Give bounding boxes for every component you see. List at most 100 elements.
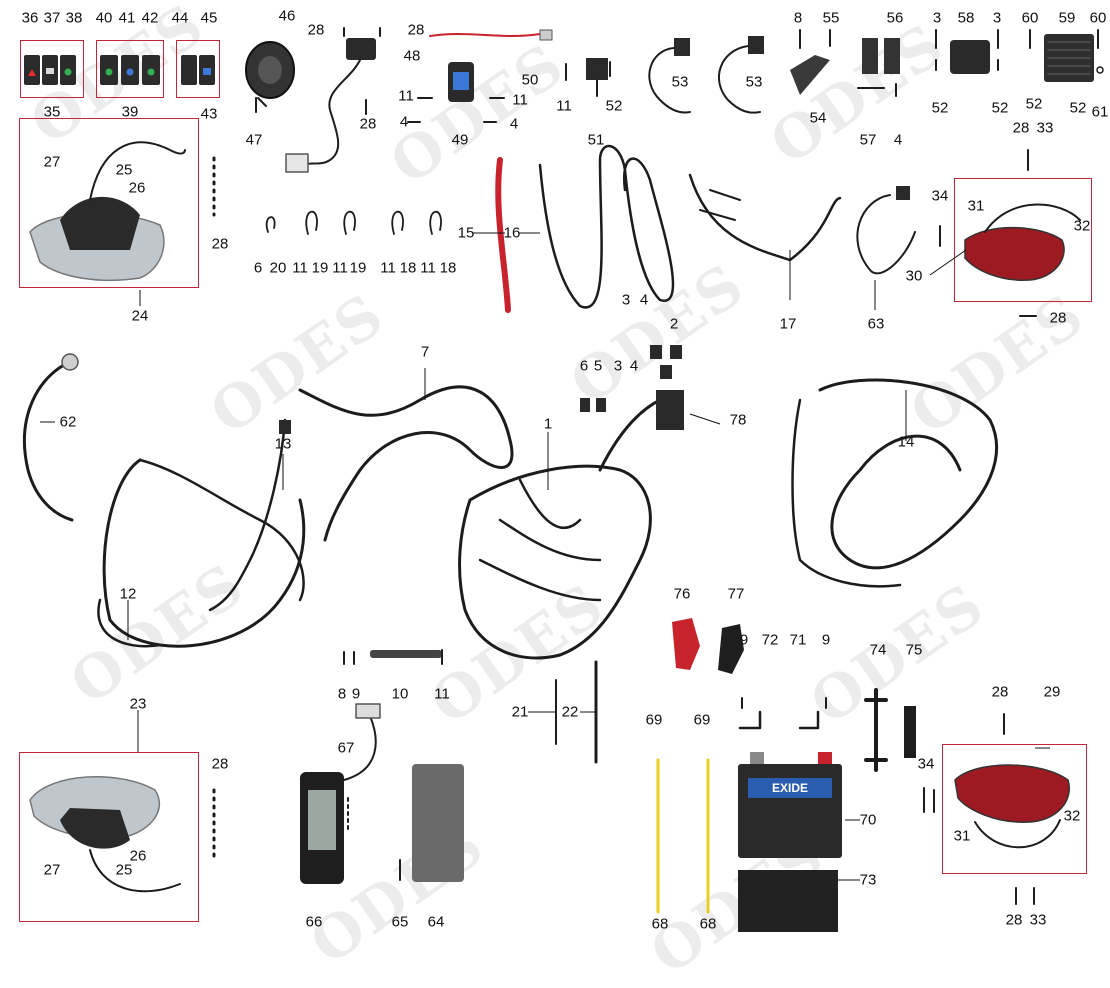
bracket-54 xyxy=(790,55,830,95)
callout-8: 8 xyxy=(793,9,803,27)
callout-3: 3 xyxy=(932,9,942,27)
callout-71: 71 xyxy=(789,631,807,649)
harness-12 xyxy=(102,458,306,648)
callout-30: 30 xyxy=(905,267,923,285)
callout-52: 52 xyxy=(605,97,623,115)
callout-38: 38 xyxy=(65,9,83,27)
callout-52: 52 xyxy=(1025,95,1043,113)
battery-70 xyxy=(738,752,842,858)
callout-56: 56 xyxy=(886,9,904,27)
callout-53: 53 xyxy=(671,73,689,91)
callout-16: 16 xyxy=(503,224,521,242)
callout-28: 28 xyxy=(307,21,325,39)
callout-4: 4 xyxy=(509,115,519,133)
callout-11: 11 xyxy=(434,685,450,703)
switch-group-frame-39 xyxy=(96,40,164,98)
battery-brand-label: EXIDE xyxy=(771,781,809,795)
callout-50: 50 xyxy=(521,71,539,89)
callout-25: 25 xyxy=(115,161,133,179)
callout-31: 31 xyxy=(953,827,971,845)
callout-37: 37 xyxy=(43,9,61,27)
callout-28: 28 xyxy=(1005,911,1023,929)
callout-11: 11 xyxy=(420,259,436,277)
callout-4: 4 xyxy=(399,113,409,131)
headlight-23 xyxy=(29,776,181,893)
bracket-64 xyxy=(412,764,464,882)
callout-32: 32 xyxy=(1073,217,1091,235)
taillight-frame-29 xyxy=(942,744,1087,874)
terminal-boot-77 xyxy=(718,624,744,674)
callout-3: 3 xyxy=(621,291,631,309)
callout-11: 11 xyxy=(332,259,348,277)
callout-24: 24 xyxy=(131,307,149,325)
horn-46 xyxy=(245,41,295,107)
callout-18: 18 xyxy=(399,259,417,277)
callout-18: 18 xyxy=(439,259,457,277)
callout-27: 27 xyxy=(43,153,61,171)
callout-49: 49 xyxy=(451,131,469,149)
sensor-53b xyxy=(718,36,764,114)
relay-2b xyxy=(670,345,682,359)
taillight-29 xyxy=(954,764,1070,849)
callout-23: 23 xyxy=(129,695,147,713)
callout-77: 77 xyxy=(727,585,745,603)
taillight-30 xyxy=(964,203,1081,281)
terminal-72 xyxy=(738,710,762,730)
callout-28: 28 xyxy=(359,115,377,133)
callout-52: 52 xyxy=(991,99,1009,117)
callout-17: 17 xyxy=(779,315,797,333)
callout-33: 33 xyxy=(1029,911,1047,929)
callout-20: 20 xyxy=(269,259,287,277)
callout-61: 61 xyxy=(1091,103,1109,121)
callout-6: 6 xyxy=(579,357,589,375)
harness-7 xyxy=(298,385,514,542)
callout-72: 72 xyxy=(761,631,779,649)
callout-62: 62 xyxy=(59,413,77,431)
callout-59: 59 xyxy=(1058,9,1076,27)
callout-19: 19 xyxy=(311,259,329,277)
clip-18b xyxy=(429,210,442,235)
callout-66: 66 xyxy=(305,913,323,931)
callout-11: 11 xyxy=(380,259,396,277)
callout-4: 4 xyxy=(629,357,639,375)
callout-3: 3 xyxy=(613,357,623,375)
callout-28: 28 xyxy=(211,755,229,773)
display-66 xyxy=(300,703,381,884)
callout-28: 28 xyxy=(991,683,1009,701)
callout-68: 68 xyxy=(699,915,717,933)
pad-73 xyxy=(738,870,838,932)
callout-76: 76 xyxy=(673,585,691,603)
callout-22: 22 xyxy=(561,703,579,721)
headlight-24 xyxy=(29,141,186,282)
callout-35: 35 xyxy=(43,103,61,121)
callout-57: 57 xyxy=(859,131,877,149)
terminal-boot-76 xyxy=(672,618,700,670)
callout-11: 11 xyxy=(556,97,572,115)
relay-6 xyxy=(580,398,590,412)
callout-8: 8 xyxy=(337,685,347,703)
callout-43: 43 xyxy=(200,105,218,123)
clip-19b xyxy=(343,210,356,235)
callout-40: 40 xyxy=(95,9,113,27)
callout-75: 75 xyxy=(905,641,923,659)
starter-relay-49 xyxy=(448,62,474,102)
coil-56a xyxy=(862,38,878,74)
washer-61 xyxy=(1096,66,1104,74)
busbar-10 xyxy=(370,650,442,658)
callout-21: 21 xyxy=(511,703,529,721)
callout-11: 11 xyxy=(512,91,528,109)
callout-28: 28 xyxy=(211,235,229,253)
battery-cable-15 xyxy=(495,157,511,313)
callout-58: 58 xyxy=(957,9,975,27)
callout-7: 7 xyxy=(420,343,430,361)
callout-6: 6 xyxy=(253,259,263,277)
harness-1 xyxy=(458,464,652,660)
switch-35 xyxy=(24,55,76,85)
callout-2: 2 xyxy=(669,315,679,333)
callout-31: 31 xyxy=(967,197,985,215)
callout-70: 70 xyxy=(859,811,877,829)
callout-67: 67 xyxy=(337,739,355,757)
callout-4: 4 xyxy=(893,131,903,149)
callout-19: 19 xyxy=(349,259,367,277)
